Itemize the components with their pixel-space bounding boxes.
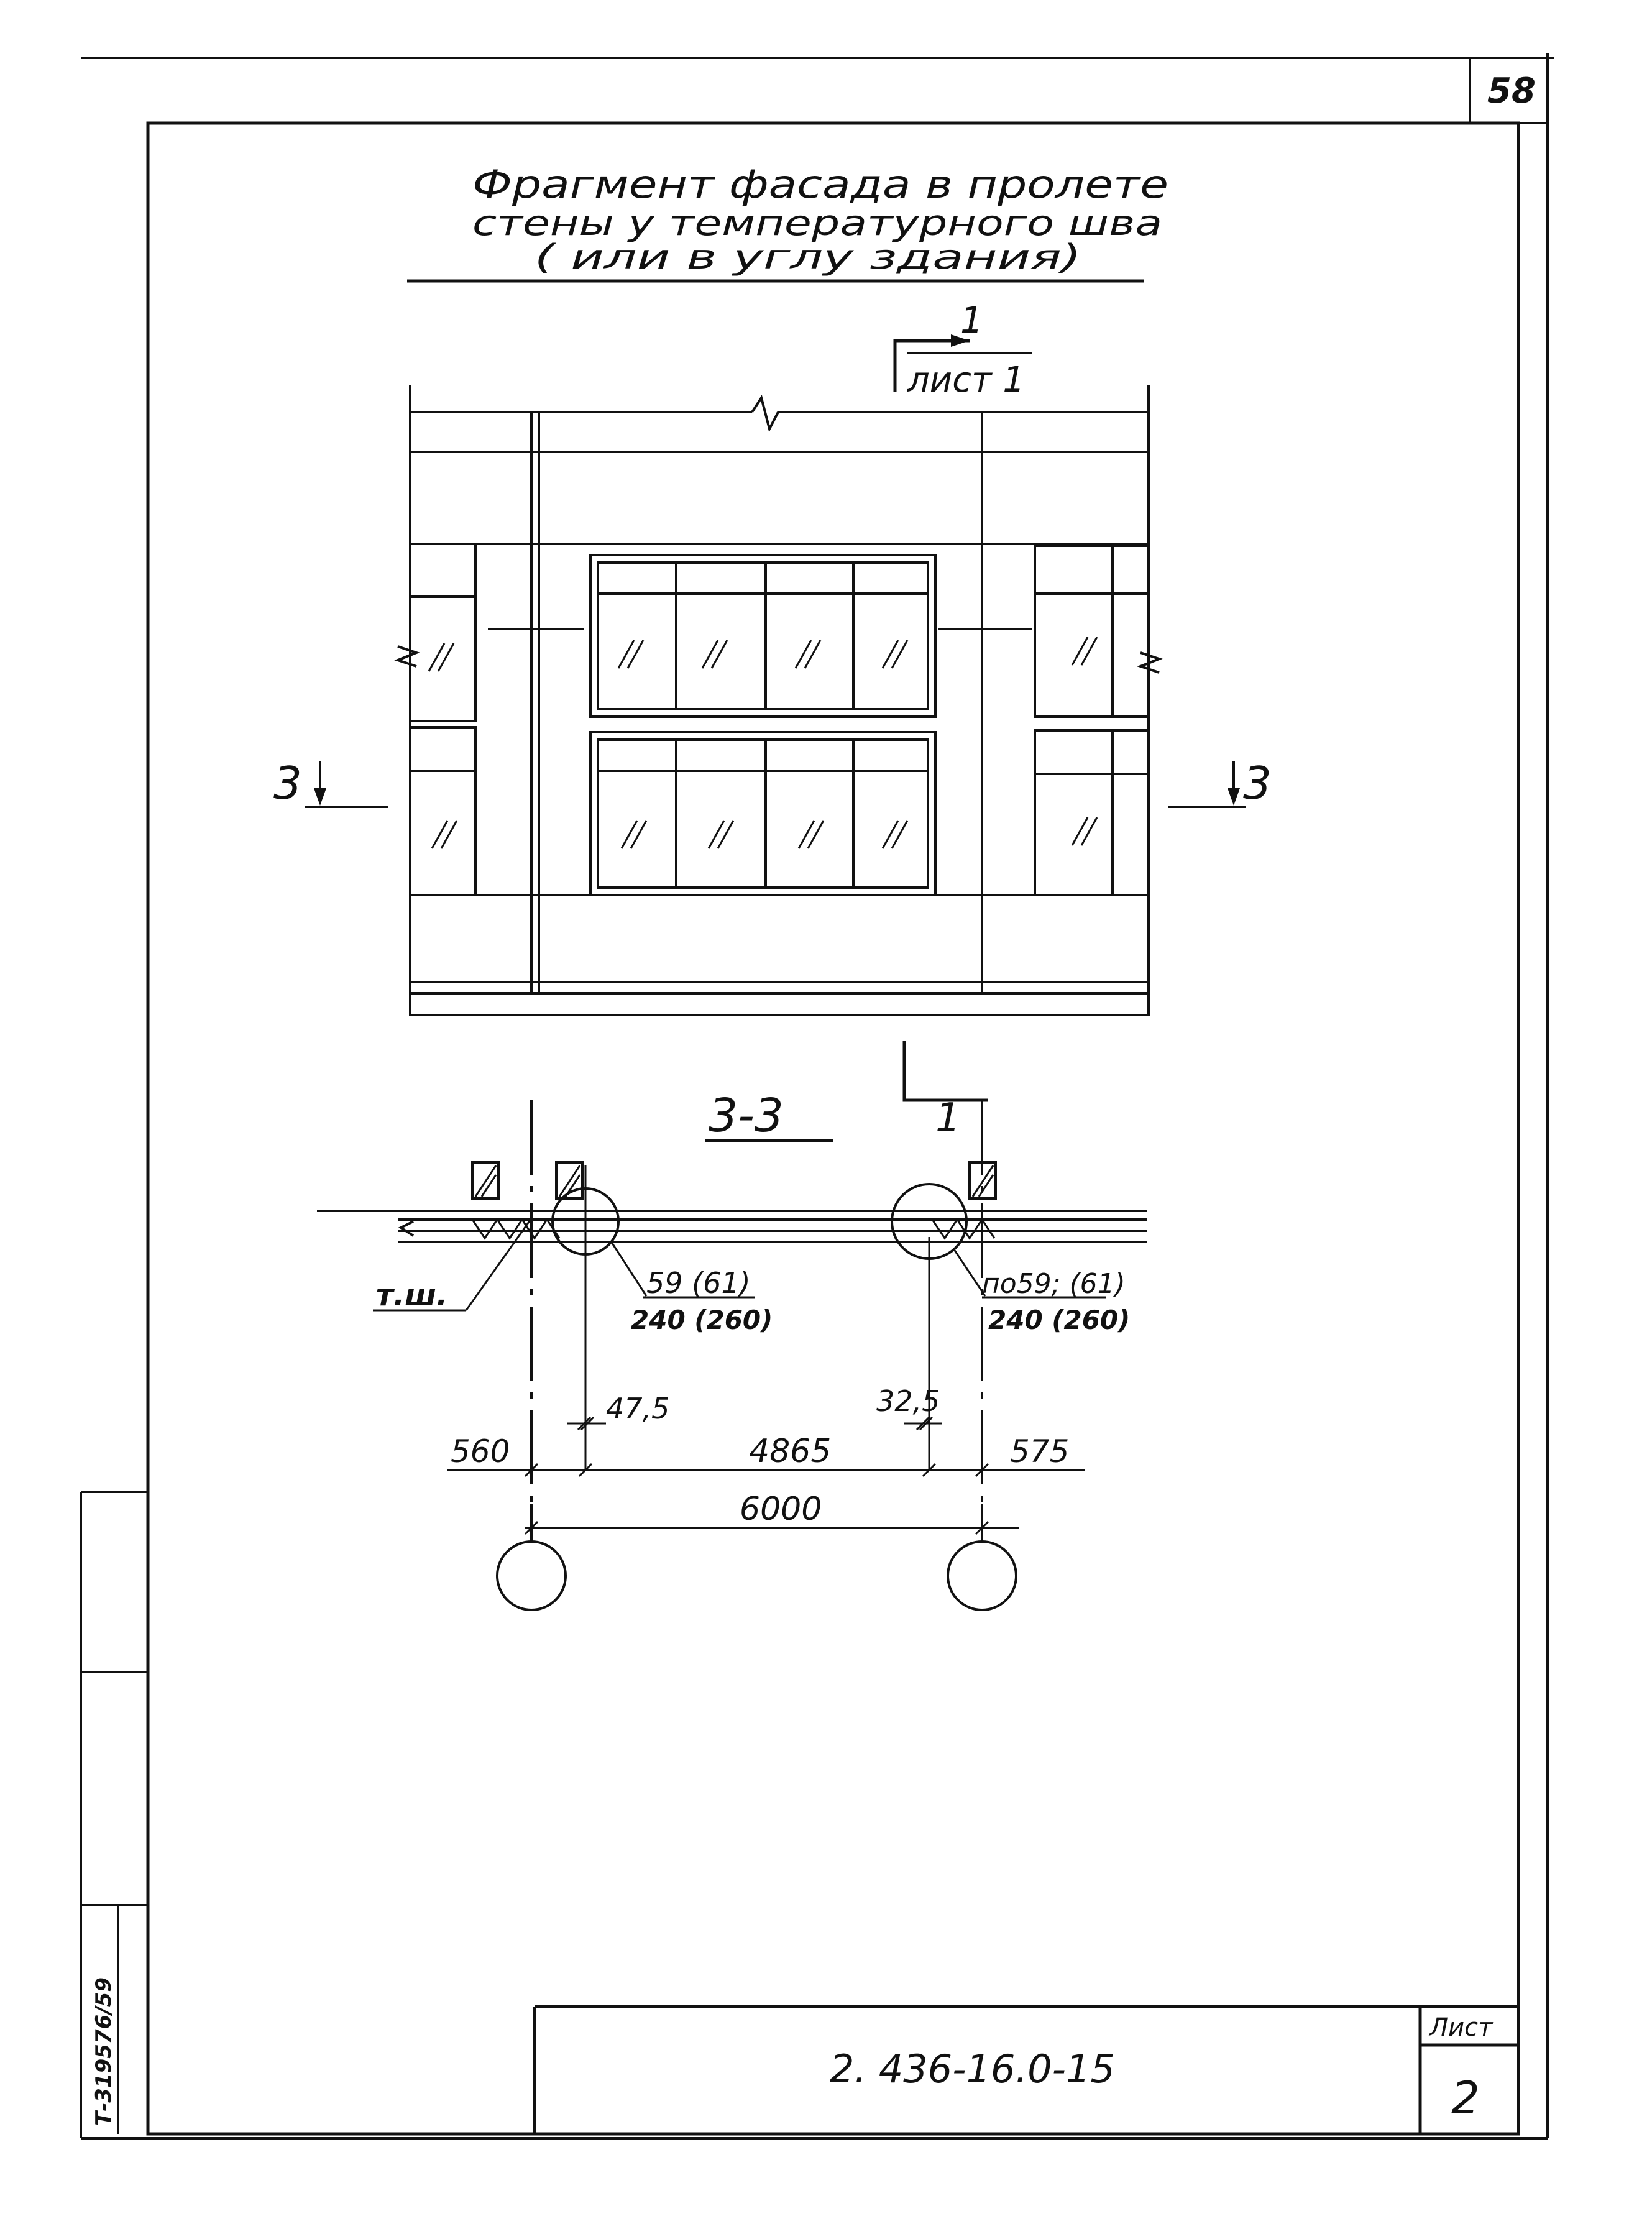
axis-bubble-right — [947, 1540, 1017, 1611]
detail-circle-left — [551, 1187, 620, 1256]
sheet-label: Лист — [1428, 2013, 1494, 2042]
section-1-top-number: 1 — [960, 299, 983, 341]
glass-hatch-7 — [620, 820, 648, 849]
left-detail-label-bottom: 240 (260) — [631, 1305, 773, 1335]
glass-hatch-6 — [881, 640, 909, 669]
column-right — [968, 1161, 997, 1200]
glass-hatch-1 — [428, 643, 455, 672]
joint-label: т.ш. — [376, 1278, 447, 1313]
section-plan — [317, 1100, 1147, 1504]
dim-chain-ticks — [524, 1463, 989, 1478]
glass-hatch-4 — [701, 640, 728, 669]
title-block — [533, 2005, 1518, 2134]
section-1-sheet-ref: лист 1 — [907, 360, 1025, 400]
section-1-bottom-number: 1 — [935, 1095, 961, 1141]
break-mark-left — [394, 645, 420, 668]
section-1-top-marker — [893, 339, 970, 392]
dim-6000: 6000 — [740, 1491, 822, 1528]
title-line-3: ( или в углу здания) — [535, 237, 1081, 277]
glass-hatch-3 — [617, 640, 645, 669]
section-1-bottom-marker — [902, 1041, 988, 1102]
sheet-frame — [81, 53, 1554, 2138]
sheet-number: 2 — [1451, 2072, 1480, 2124]
section-3-left-number: 3 — [273, 757, 302, 809]
dim-4865: 4865 — [749, 1433, 831, 1470]
detail-circle-right — [891, 1183, 968, 1260]
side-stamp-text: Т-319576/59 — [91, 1977, 116, 2126]
glass-hatch-10 — [881, 820, 909, 849]
window-center-lower — [589, 731, 937, 896]
dim-32-5: 32,5 — [876, 1384, 940, 1418]
section-3-marker: 3 3 — [273, 757, 1272, 809]
section-1-top-arrow — [951, 334, 970, 347]
right-detail-label-bottom: 240 (260) — [988, 1305, 1130, 1335]
glass-hatch-12 — [1071, 817, 1098, 846]
section-1-marker: 1 лист 1 1 — [893, 299, 1032, 1141]
window-left-upper — [409, 543, 477, 722]
section-title: 3-3 — [709, 1089, 784, 1142]
facade-elevation — [394, 385, 1163, 1016]
break-mark-right — [1137, 651, 1163, 674]
glass-hatch-2 — [431, 820, 458, 849]
dim-32-5-ticks — [915, 1416, 934, 1431]
glass-hatch-11 — [1071, 637, 1098, 666]
window-center-upper-inner — [597, 561, 929, 710]
section-3-left-arrow — [314, 788, 326, 806]
title-line-2: стены у температурного шва — [472, 203, 1162, 244]
window-center-lower-inner — [597, 738, 929, 889]
window-right-upper — [1034, 545, 1150, 718]
document-code: 2. 436-16.0-15 — [830, 2046, 1115, 2092]
right-detail-leader — [953, 1249, 986, 1297]
axis-bubble-left — [496, 1540, 567, 1611]
drawing-title: Фрагмент фасада в пролете стены у темпер… — [407, 162, 1168, 283]
dim-560: 560 — [451, 1433, 510, 1469]
plan-break-left — [398, 1220, 415, 1237]
left-detail-label-top: 59 (61) — [646, 1266, 751, 1300]
drawing-border — [146, 121, 1520, 2136]
title-line-1: Фрагмент фасада в пролете — [472, 162, 1168, 207]
break-line-top — [751, 395, 779, 433]
page-number: 58 — [1487, 71, 1536, 111]
window-right-lower — [1034, 729, 1150, 896]
column-left — [471, 1161, 500, 1200]
window-left-lower — [409, 726, 477, 896]
window-center-upper — [589, 554, 937, 718]
right-detail-label-top: по59; (61) — [982, 1268, 1126, 1300]
glass-hatch-8 — [707, 820, 735, 849]
axis-markers — [496, 1504, 1017, 1611]
joint-leader — [465, 1218, 533, 1311]
dim-47-5-ticks — [577, 1416, 595, 1431]
column-left-hatch — [474, 1165, 497, 1197]
side-stamp-frame — [80, 1491, 1548, 2140]
section-3-right-number: 3 — [1243, 757, 1272, 809]
glass-hatching — [428, 637, 1098, 849]
section-3-right-arrow — [1228, 788, 1240, 806]
dim-47-5: 47,5 — [606, 1392, 669, 1425]
glass-hatch-5 — [794, 640, 822, 669]
left-detail-leader — [611, 1243, 648, 1297]
column-middle — [555, 1161, 584, 1200]
column-right-hatch — [971, 1165, 994, 1197]
glass-hatch-9 — [797, 820, 825, 849]
insulation-hatch-left — [471, 1218, 561, 1240]
insulation-hatch-right — [931, 1218, 996, 1240]
dim-575: 575 — [1010, 1433, 1069, 1469]
